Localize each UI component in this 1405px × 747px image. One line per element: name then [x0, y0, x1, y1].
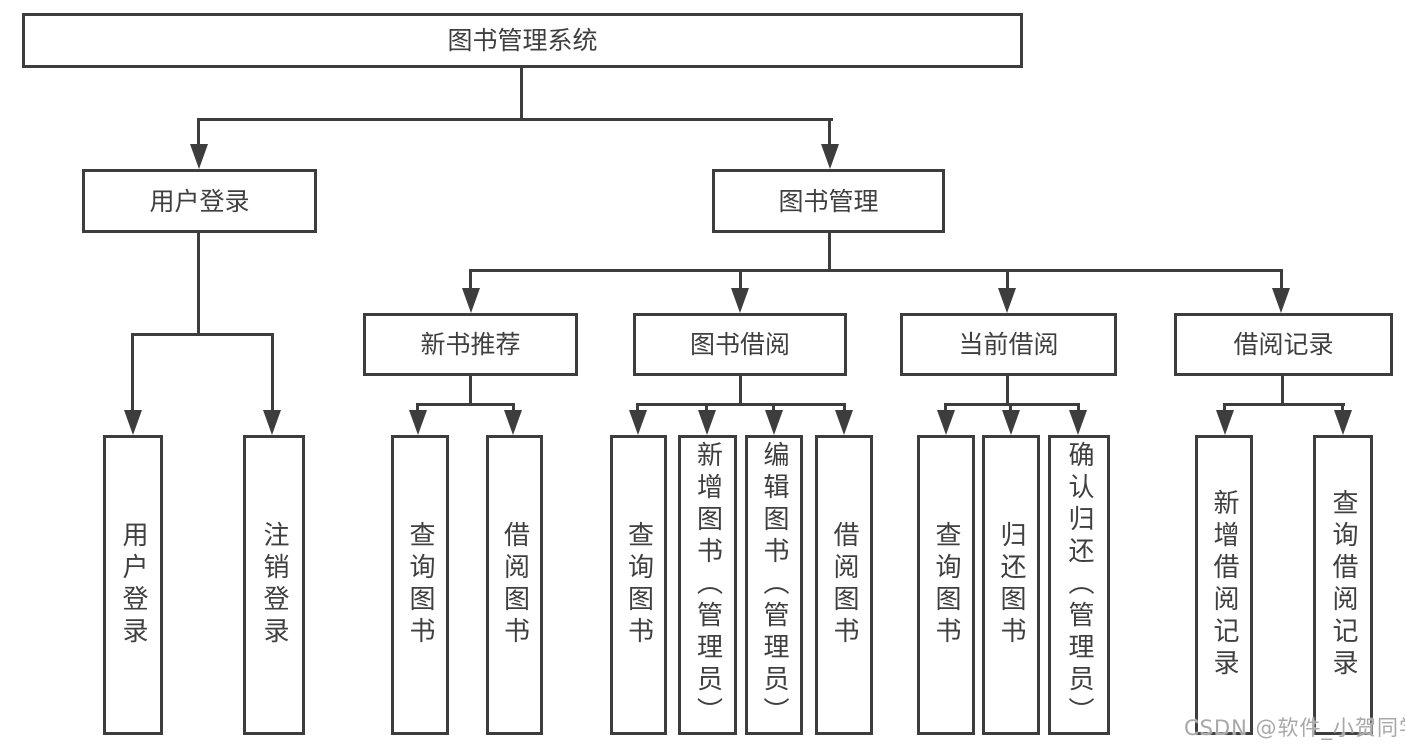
arrow-down-icon	[1069, 410, 1087, 435]
node-leaf-user-login: 用户登录	[103, 435, 163, 735]
connector-line	[843, 403, 846, 411]
node-leaf-confirm-return-admin: 确认归还（管理员）	[1048, 435, 1110, 735]
connector-line	[131, 333, 134, 410]
connector-line	[520, 68, 523, 120]
csdn-watermark: CSDN @软件_小贺同学	[1184, 716, 1405, 740]
node-leaf-logout: 注销登录	[243, 435, 305, 735]
connector-line	[197, 233, 200, 336]
arrow-down-icon	[731, 288, 749, 313]
node-user-login: 用户登录	[82, 169, 317, 233]
connector-line	[1223, 403, 1226, 411]
arrow-down-icon	[937, 410, 955, 435]
connector-line	[131, 333, 274, 336]
arrow-down-icon	[1002, 410, 1020, 435]
connector-line	[416, 403, 419, 411]
connector-line	[512, 403, 515, 411]
node-borrow-records: 借阅记录	[1174, 313, 1393, 376]
connector-line	[1006, 269, 1009, 290]
connector-line	[1341, 403, 1344, 411]
connector-line	[469, 269, 1283, 272]
node-leaf-query-books-2: 查询图书	[610, 435, 667, 735]
arrow-down-icon	[698, 410, 716, 435]
arrow-down-icon	[1216, 410, 1234, 435]
connector-line	[739, 269, 742, 290]
node-leaf-borrow-books-1: 借阅图书	[486, 435, 543, 735]
node-leaf-query-books-3: 查询图书	[917, 435, 975, 735]
node-new-book-recommend: 新书推荐	[363, 313, 578, 376]
connector-line	[197, 118, 833, 121]
arrow-down-icon	[124, 410, 142, 435]
node-leaf-edit-books-admin: 编辑图书（管理员）	[745, 435, 803, 735]
arrow-down-icon	[190, 144, 208, 169]
connector-line	[739, 376, 742, 406]
node-leaf-borrow-books-2: 借阅图书	[815, 435, 873, 735]
node-leaf-return-books: 归还图书	[982, 435, 1040, 735]
connector-line	[1006, 376, 1009, 406]
connector-line	[1280, 269, 1283, 290]
node-leaf-add-borrow-record: 新增借阅记录	[1195, 435, 1253, 735]
arrow-down-icon	[629, 410, 647, 435]
node-root-library-system: 图书管理系统	[22, 13, 1023, 68]
connector-line	[636, 403, 639, 411]
connector-line	[828, 118, 831, 148]
connector-line	[828, 233, 831, 271]
node-leaf-add-books-admin: 新增图书（管理员）	[678, 435, 737, 735]
connector-line	[772, 403, 775, 411]
connector-line	[944, 403, 1080, 406]
connector-line	[271, 333, 274, 410]
node-leaf-query-books-1: 查询图书	[391, 435, 449, 735]
arrow-down-icon	[263, 410, 281, 435]
arrow-down-icon	[998, 288, 1016, 313]
arrow-down-icon	[1272, 288, 1290, 313]
arrow-down-icon	[765, 410, 783, 435]
connector-line	[705, 403, 708, 411]
connector-line	[469, 376, 472, 406]
arrow-down-icon	[504, 410, 522, 435]
arrow-down-icon	[821, 144, 839, 169]
connector-line	[416, 403, 515, 406]
node-book-borrow: 图书借阅	[633, 313, 847, 376]
connector-line	[469, 269, 472, 290]
arrow-down-icon	[462, 288, 480, 313]
connector-line	[1009, 403, 1012, 411]
arrow-down-icon	[835, 410, 853, 435]
connector-line	[1077, 403, 1080, 411]
connector-line	[636, 403, 846, 406]
arrow-down-icon	[1334, 410, 1352, 435]
connector-line	[197, 118, 200, 148]
node-book-management: 图书管理	[712, 169, 945, 233]
node-leaf-query-borrow-record: 查询借阅记录	[1313, 435, 1373, 735]
connector-line	[1223, 403, 1345, 406]
node-current-borrow: 当前借阅	[900, 313, 1117, 376]
arrow-down-icon	[409, 410, 427, 435]
connector-line	[1281, 376, 1284, 406]
connector-line	[944, 403, 947, 411]
